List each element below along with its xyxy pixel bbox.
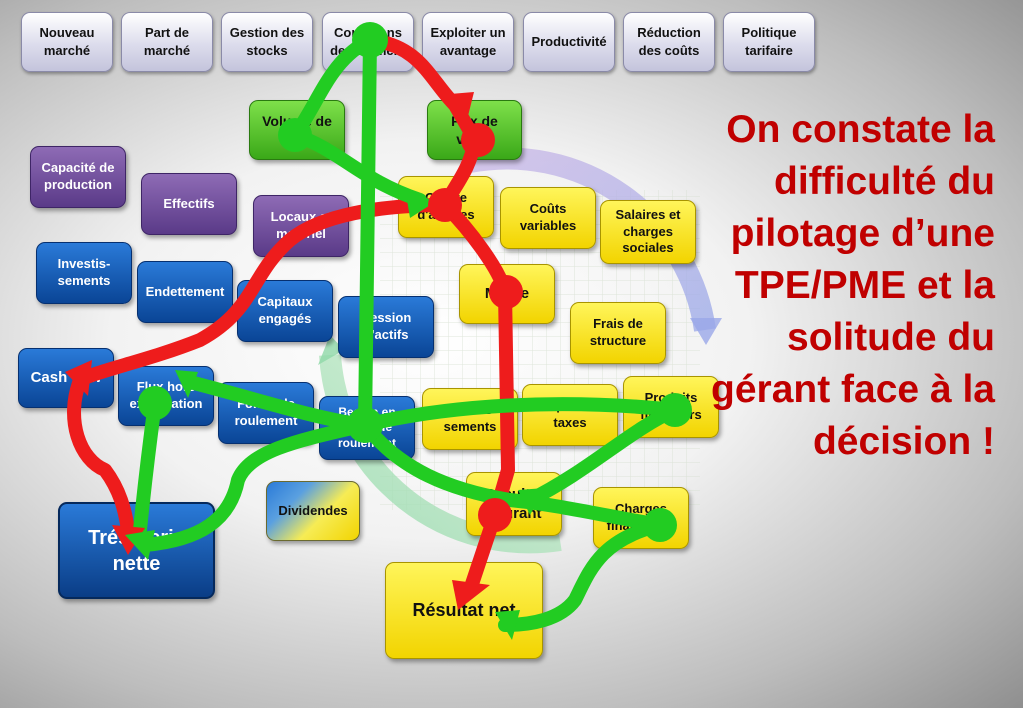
lever-productivite[interactable]: Productivité — [523, 12, 615, 72]
node-endettement: Endettement — [137, 261, 233, 323]
lever-politique-tarifaire[interactable]: Politique tarifaire — [723, 12, 815, 72]
node-chiffre-affaires: Chiffre d'affaires — [398, 176, 494, 238]
node-marge: Marge — [459, 264, 555, 324]
lever-nouveau-marche[interactable]: Nouveau marché — [21, 12, 113, 72]
node-capitaux-engages: Capitaux engagés — [237, 280, 333, 342]
node-prix-vente: Prix de vente — [427, 100, 522, 160]
node-couts-variables: Coûts variables — [500, 187, 596, 249]
node-locaux-materiel: Locaux et matériel — [253, 195, 349, 257]
node-salaires-charges: Salaires et charges sociales — [600, 200, 696, 264]
node-dividendes: Dividendes — [266, 481, 360, 541]
node-investissements: Investis-sements — [36, 242, 132, 304]
node-flux-hors-exploitation: Flux hors exploitation — [118, 366, 214, 426]
node-cash-flow: Cash flow — [18, 348, 114, 408]
node-besoin-fonds-roulement: Besoin en fonds de roulement — [319, 396, 415, 460]
node-capacite-production: Capacité de production — [30, 146, 126, 208]
node-effectifs: Effectifs — [141, 173, 237, 235]
lever-gestion-des-stocks[interactable]: Gestion des stocks — [221, 12, 313, 72]
node-tresorerie-nette: Trésorerie nette — [58, 502, 215, 599]
node-cession-actifs: Cession d'actifs — [338, 296, 434, 358]
lever-reduction-des-couts[interactable]: Réduction des coûts — [623, 12, 715, 72]
node-impots-taxes: Impôts et taxes — [522, 384, 618, 446]
node-frais-structure: Frais de structure — [570, 302, 666, 364]
conclusion-message: On constate la difficulté du pilotage d’… — [711, 108, 995, 463]
lever-exploiter-un-avantage[interactable]: Exploiter un avantage — [422, 12, 514, 72]
node-resultat-net: Résultat net — [385, 562, 543, 659]
lever-part-de-marche[interactable]: Part de marché — [121, 12, 213, 72]
lever-conditions-de-paiement[interactable]: Conditions de paiement — [322, 12, 414, 72]
node-volume-vente: Volume de vente — [249, 100, 345, 160]
node-resultat-courant: Résultat courant — [466, 472, 562, 536]
node-charges-financieres: Charges financières — [593, 487, 689, 549]
node-amortissements: Amortis-sements — [422, 388, 518, 450]
node-fonds-roulement: Fonds de roulement — [218, 382, 314, 444]
